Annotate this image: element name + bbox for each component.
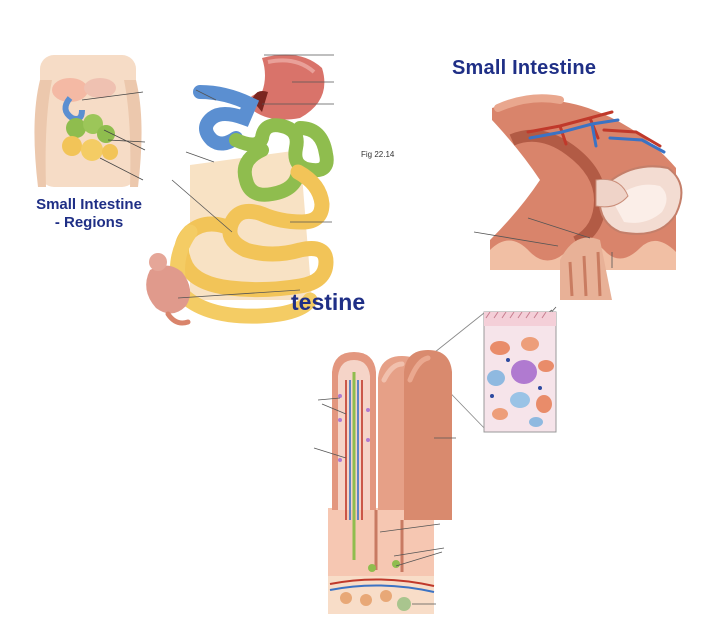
villus-highlight bbox=[381, 361, 405, 383]
torso-left-flank bbox=[34, 80, 52, 187]
jejunum-leader-line bbox=[185, 151, 215, 163]
torso-liver bbox=[52, 78, 88, 102]
mesenteric-vein bbox=[528, 118, 666, 154]
epithelial-cell bbox=[492, 408, 508, 420]
epithelial-cell-blue bbox=[529, 417, 543, 427]
gland-cell bbox=[360, 594, 372, 606]
epithelial-cell bbox=[521, 337, 539, 351]
regions-title-line-2: - Regions bbox=[54, 214, 124, 231]
wall-leader-line bbox=[527, 217, 591, 239]
gland-cell bbox=[340, 592, 352, 604]
torso-thumbnail bbox=[34, 55, 146, 187]
capillary-network bbox=[349, 380, 359, 520]
cecum bbox=[146, 265, 191, 314]
villus-front bbox=[404, 350, 452, 520]
duodenum bbox=[193, 85, 260, 151]
goblet-cell bbox=[338, 394, 342, 398]
goblet-cell bbox=[366, 438, 370, 442]
ileocecal-leader-line bbox=[177, 289, 301, 299]
epithelial-cell-blue bbox=[510, 392, 530, 408]
microvilli bbox=[485, 311, 547, 319]
stomach bbox=[248, 54, 325, 120]
stomach-highlight bbox=[267, 58, 316, 74]
goblet-cell bbox=[338, 458, 342, 462]
goblet-cell bbox=[366, 408, 370, 412]
torso-duodenum bbox=[62, 96, 85, 122]
epithelial-cell bbox=[490, 341, 510, 355]
epithelium-inset bbox=[483, 311, 557, 433]
torso-jejunum-3 bbox=[97, 125, 115, 143]
duodenum-leader-line bbox=[195, 89, 217, 101]
lymph-nodule bbox=[397, 597, 411, 611]
intestine-regions-diagram bbox=[146, 54, 334, 326]
submucosal-artery bbox=[329, 578, 435, 587]
torso-right-flank bbox=[124, 80, 142, 187]
wall-highlight bbox=[494, 94, 564, 112]
epithelial-cell-blue bbox=[487, 370, 505, 386]
cell-nucleus bbox=[511, 360, 537, 384]
villus-leader-line bbox=[321, 403, 347, 415]
villus-leader-line bbox=[313, 447, 347, 459]
submucosal-vein bbox=[329, 584, 435, 593]
cell-granule bbox=[538, 386, 542, 390]
cell-granule bbox=[506, 358, 510, 362]
villus-leader-line bbox=[317, 397, 341, 401]
intestinal-wall-cutaway bbox=[473, 94, 683, 300]
epithelial-cell bbox=[536, 395, 552, 413]
epithelial-cell bbox=[538, 360, 554, 372]
ileum-lower-loop bbox=[170, 224, 318, 324]
torso-leader-line bbox=[107, 139, 146, 143]
cut-edge bbox=[595, 178, 629, 208]
capillary-network bbox=[345, 380, 363, 520]
microvilli-border bbox=[484, 312, 556, 326]
torso-ileum-3 bbox=[102, 144, 118, 160]
regions-title: Small Intestine - Regions bbox=[20, 196, 158, 232]
goblet-cell bbox=[338, 418, 342, 422]
torso-ileum-2 bbox=[81, 139, 103, 161]
appendix bbox=[165, 311, 191, 326]
torso-jejunum-1 bbox=[66, 118, 86, 138]
lymphatic-vessel bbox=[368, 564, 376, 572]
crypt-leader-line bbox=[393, 547, 445, 557]
ileum-leader-line bbox=[171, 179, 233, 233]
torso-leader-line bbox=[81, 91, 144, 101]
torso-leader-line bbox=[103, 129, 146, 151]
ascending-colon bbox=[149, 253, 167, 271]
crypt-leader-line bbox=[395, 551, 443, 567]
partial-intestine-title: testine bbox=[291, 289, 366, 315]
jejunum bbox=[229, 118, 334, 202]
villi-section bbox=[313, 306, 557, 614]
crypt-leader-line bbox=[379, 523, 441, 533]
cell-granule bbox=[490, 394, 494, 398]
torso-stomach bbox=[84, 78, 116, 98]
torso-leader-line bbox=[99, 157, 144, 181]
regions-title-line-1: Small Intestine bbox=[36, 196, 142, 213]
mesenteric-artery bbox=[526, 110, 662, 148]
torso-ileum-1 bbox=[62, 136, 82, 156]
torso-jejunum-2 bbox=[83, 114, 103, 134]
lymphatic-vessel bbox=[392, 560, 400, 568]
villus-highlight bbox=[407, 355, 431, 383]
gland-cell bbox=[380, 590, 392, 602]
pylorus bbox=[252, 91, 268, 112]
small-intestine-title: Small Intestine bbox=[452, 57, 597, 79]
villi-lines bbox=[568, 251, 602, 297]
figure-reference: Fig 22.14 bbox=[361, 150, 395, 159]
wall-leader-line bbox=[473, 231, 559, 247]
